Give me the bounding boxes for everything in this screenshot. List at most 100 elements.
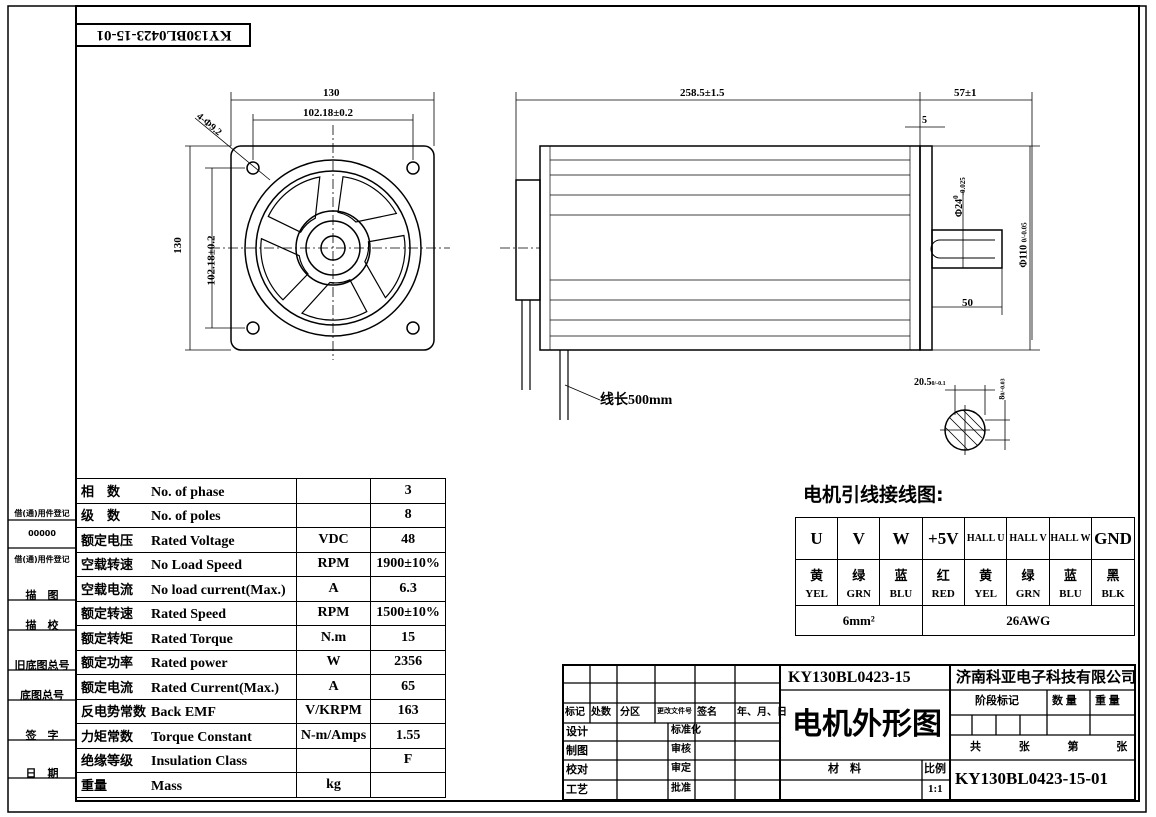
dim-pilot-dia: Φ110 0/-0.05 — [1018, 222, 1030, 268]
wire-color-en: YEL — [974, 588, 997, 600]
wire-signal: HALL V — [1006, 517, 1050, 560]
spec-label-cn: 级 数 — [81, 509, 121, 525]
side-panel-label: 日 期 — [25, 767, 59, 780]
dim-shaft-dia: Φ240-0.025 — [951, 177, 968, 218]
dim-key-length: 50 — [962, 297, 973, 309]
spec-label-en: Insulation Class — [151, 754, 248, 770]
spec-label-en: Rated Torque — [151, 631, 233, 647]
spec-value: 163 — [370, 698, 446, 724]
spec-value: 8 — [370, 502, 446, 528]
wire-color-cn: 黑 — [1106, 569, 1120, 584]
spec-unit: A — [295, 576, 372, 602]
spec-label-en: Back EMF — [151, 705, 216, 721]
spec-label-en: Torque Constant — [151, 729, 252, 745]
spec-label-cn: 绝缘等级 — [81, 754, 134, 770]
side-panel-lines — [8, 519, 76, 779]
dim-hole-spacing-v: 102.18±0.2 — [205, 235, 218, 286]
spec-label-cn: 额定电压 — [81, 533, 134, 549]
spec-unit: N-m/Amps — [295, 723, 372, 749]
role-label: 审定 — [671, 763, 691, 774]
model-number: KY130BL0423-15 — [788, 669, 911, 686]
spec-label: 力矩常数 Torque Constant — [76, 723, 297, 749]
dim-shaft-length: 57±1 — [954, 87, 977, 99]
scale-label: 比例 — [924, 763, 946, 775]
wire-signal: W — [879, 517, 923, 560]
spec-row: 级 数 No. of poles 8 — [76, 502, 446, 528]
signal-wire-gauge: 26AWG — [921, 605, 1136, 636]
wire-color-en: BLU — [1059, 588, 1082, 600]
rotated-number-box — [75, 23, 251, 47]
dim-key-depth: 20.50/-0.1 — [914, 377, 946, 388]
side-panel-label: 借(通)用件登记 — [14, 555, 70, 564]
dim-hole-spacing-h: 102.18±0.2 — [303, 107, 354, 119]
scale-value: 1:1 — [928, 783, 943, 795]
power-wire-gauge: 6mm² — [795, 605, 923, 636]
spec-value: 1.55 — [370, 723, 446, 749]
wire-color: 绿 GRN — [837, 559, 881, 606]
spec-unit: RPM — [295, 551, 372, 577]
spec-label-en: Mass — [151, 778, 183, 794]
spec-value: 3 — [370, 478, 446, 504]
spec-value: 6.3 — [370, 576, 446, 602]
side-view — [500, 92, 1040, 455]
spec-label: 级 数 No. of poles — [76, 502, 297, 528]
spec-value: 1500±10% — [370, 600, 446, 626]
rotated-drawing-number: KY130BL0423-15-01 — [96, 27, 232, 43]
spec-value: 65 — [370, 674, 446, 700]
spec-unit — [295, 747, 372, 773]
spec-unit — [295, 502, 372, 528]
wire-color-cn: 蓝 — [1063, 569, 1077, 584]
wire-color-en: BLK — [1101, 588, 1125, 600]
revision-header: 年、月、日 — [737, 707, 787, 718]
company-name: 济南科亚电子科技有限公司 — [956, 668, 1137, 686]
spec-label-en: Rated power — [151, 656, 228, 672]
side-panel-label: 签 字 — [25, 729, 59, 742]
side-panel-label: 描 图 — [25, 589, 59, 602]
spec-value: 48 — [370, 527, 446, 553]
dim-body-length: 258.5±1.5 — [680, 87, 725, 99]
revision-header: 签名 — [697, 707, 717, 718]
revision-header: 标记 — [565, 707, 585, 718]
wire-color: 黑 BLK — [1091, 559, 1135, 606]
spec-unit: kg — [295, 772, 372, 798]
wire-color-en: BLU — [889, 588, 913, 600]
spec-label-en: No. of poles — [151, 509, 221, 525]
role-label: 制图 — [566, 744, 588, 757]
spec-unit: RPM — [295, 600, 372, 626]
spec-label-cn: 力矩常数 — [81, 729, 134, 745]
side-panel-label: 旧底图总号 — [14, 659, 70, 672]
wire-signal: GND — [1091, 517, 1135, 560]
side-panel-label: 借(通)用件登记 — [14, 509, 70, 518]
role-label: 批准 — [671, 783, 691, 794]
spec-unit — [295, 478, 372, 504]
quantity-label: 数 量 — [1052, 695, 1077, 707]
wiring-gauge-row: 6mm² 26AWG — [795, 605, 1136, 636]
spec-label: 绝缘等级 Insulation Class — [76, 747, 297, 773]
wire-color-en: GRN — [846, 588, 871, 600]
role-label: 设计 — [566, 725, 588, 738]
wire-color-cn: 绿 — [852, 569, 866, 584]
spec-unit: W — [295, 649, 372, 675]
spec-label-en: No. of phase — [151, 484, 225, 500]
side-panel-label: 00000 — [28, 529, 56, 538]
revision-header: 分区 — [620, 707, 640, 718]
role-label: 校对 — [566, 763, 588, 776]
